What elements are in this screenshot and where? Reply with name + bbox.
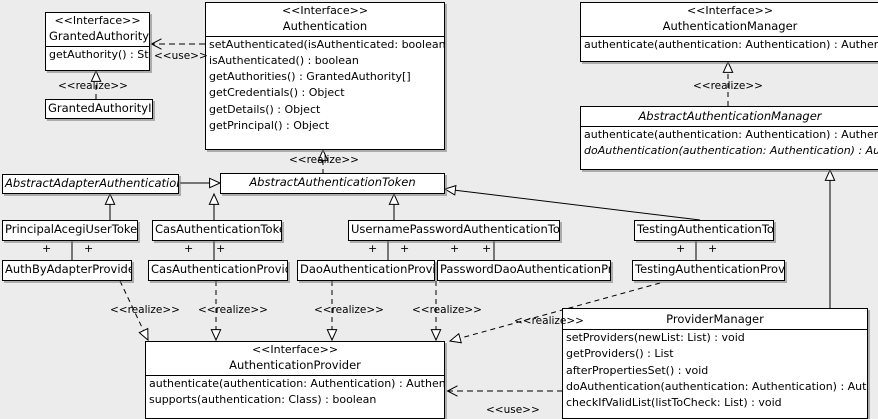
member-item: doAuthentication(authentication: Authent… <box>584 144 878 158</box>
edge-label-use-provider-manager: <<use>> <box>486 404 540 416</box>
class-name-label: TestingAuthenticationToken <box>637 222 774 236</box>
class-box-cas-authentication-token[interactable]: CasAuthenticationToken <box>152 220 282 241</box>
member-item: supports(authentication: Class) : boolea… <box>149 392 377 406</box>
stereotype-label: <<Interface>> <box>54 14 141 27</box>
edge-label-realize-granted-authority-impl: <<realize>> <box>58 80 128 92</box>
class-box-abstract-adapter-authentication-token[interactable]: AbstractAdapterAuthenticationToken <box>2 174 179 194</box>
class-name-label: AuthByAdapterProvider <box>5 262 132 276</box>
class-name-label: GrantedAuthority <box>49 28 150 43</box>
association-marker-plus: + <box>42 242 52 255</box>
class-name-label: PrincipalAcegiUserToken <box>5 222 138 236</box>
association-marker-plus: + <box>368 242 378 255</box>
class-name-label: AuthenticationManager <box>662 18 798 33</box>
association-marker-plus: + <box>400 242 410 255</box>
class-name-label: AbstractAdapterAuthenticationToken <box>5 176 178 190</box>
class-box-principal-acegi-user-token[interactable]: PrincipalAcegiUserToken <box>2 220 138 241</box>
member-item: getAuthorities() : GrantedAuthority[] <box>209 70 411 84</box>
edge-label-realize-testing-provider: <<realize>> <box>514 315 584 327</box>
member-item: isAuthenticated() : boolean <box>209 53 359 67</box>
member-item: doAuthentication(authentication: Authent… <box>566 379 867 393</box>
class-box-provider-manager[interactable]: ProviderManager setProviders(newList: Li… <box>562 308 868 419</box>
member-item: setAuthenticated(isAuthenticated: boolea… <box>209 37 444 51</box>
association-marker-plus: + <box>676 242 686 255</box>
class-name-label: GrantedAuthorityImpl <box>48 101 152 115</box>
class-name-label: AuthenticationProvider <box>229 357 361 372</box>
member-item: afterPropertiesSet() : void <box>566 363 709 377</box>
edge-label-use-authentication-granted-authority: <<use>> <box>154 50 208 62</box>
class-name-label: AbstractAuthenticationToken <box>249 175 416 189</box>
class-box-cas-authentication-provider[interactable]: CasAuthenticationProvider <box>148 260 288 281</box>
members-compartment-authentication-provider: authenticate(authentication: Authenticat… <box>146 376 444 410</box>
class-header-authentication-manager: <<Interface>> AuthenticationManager <box>581 3 878 36</box>
association-marker-plus: + <box>482 242 492 255</box>
compartment-divider <box>563 329 867 331</box>
association-marker-plus: + <box>184 242 194 255</box>
class-name-label: UsernamePasswordAuthenticationToken <box>351 222 560 236</box>
class-name-label: AbstractAuthenticationManager <box>638 109 822 123</box>
member-item: setProviders(newList: List) : void <box>566 331 745 345</box>
member-item: authenticate(authentication: Authenticat… <box>584 128 878 142</box>
class-box-granted-authority[interactable]: <<Interface>> GrantedAuthority getAuthor… <box>45 12 150 71</box>
association-marker-plus: + <box>216 242 226 255</box>
compartment-divider <box>206 35 444 37</box>
association-marker-plus: + <box>450 242 460 255</box>
class-name-label: CasAuthenticationProvider <box>151 262 287 276</box>
class-box-granted-authority-impl[interactable]: GrantedAuthorityImpl <box>45 99 153 119</box>
edge-label-realize-dao-provider: <<realize>> <box>314 304 384 316</box>
class-box-abstract-authentication-token[interactable]: AbstractAuthenticationToken <box>220 173 445 194</box>
class-name-label: Authentication <box>282 18 368 33</box>
member-item: authenticate(authentication: Authenticat… <box>584 37 878 51</box>
members-compartment-provider-manager: setProviders(newList: List) : void getPr… <box>563 330 867 412</box>
edge-label-realize-password-dao-provider: <<realize>> <box>412 304 482 316</box>
member-item: getProviders() : List <box>566 347 674 361</box>
edge-label-realize-authentication-manager: <<realize>> <box>693 80 763 92</box>
class-header-abstract-authentication-manager: AbstractAuthenticationManager <box>581 107 878 126</box>
class-box-testing-authentication-provider[interactable]: TestingAuthenticationProvider <box>632 260 785 281</box>
stereotype-label: <<Interface>> <box>686 4 774 17</box>
member-item: authenticate(authentication: Authenticat… <box>149 376 444 390</box>
members-compartment-granted-authority: getAuthority() : String <box>46 47 149 64</box>
class-box-username-password-authentication-token[interactable]: UsernamePasswordAuthenticationToken <box>348 220 560 241</box>
class-box-authentication-provider[interactable]: <<Interface>> AuthenticationProvider aut… <box>145 341 445 419</box>
class-box-authentication[interactable]: <<Interface>> Authentication setAuthenti… <box>205 2 445 150</box>
class-name-label: CasAuthenticationToken <box>155 222 282 236</box>
member-item: getAuthority() : String <box>49 47 149 61</box>
association-marker-plus: + <box>708 242 718 255</box>
class-header-authentication: <<Interface>> Authentication <box>206 3 444 36</box>
class-box-abstract-authentication-manager[interactable]: AbstractAuthenticationManager authentica… <box>580 106 878 170</box>
member-item: getPrincipal() : Object <box>209 119 330 133</box>
edge-label-realize-cas-provider: <<realize>> <box>198 304 268 316</box>
member-item: checkIfValidList(listToCheck: List) : vo… <box>566 396 782 410</box>
class-name-label: PasswordDaoAuthenticationProvider <box>440 262 610 276</box>
edge-label-realize-auth-by-adapter: <<realize>> <box>110 304 180 316</box>
members-compartment-authentication-manager: authenticate(authentication: Authenticat… <box>581 37 878 54</box>
class-box-testing-authentication-token[interactable]: TestingAuthenticationToken <box>634 220 774 241</box>
class-name-label: ProviderManager <box>666 312 764 326</box>
class-box-dao-authentication-provider[interactable]: DaoAuthenticationProvider <box>297 260 435 281</box>
stereotype-label: <<Interface>> <box>251 343 339 356</box>
class-name-label: DaoAuthenticationProvider <box>300 262 434 276</box>
compartment-divider <box>146 374 444 376</box>
members-compartment-authentication: setAuthenticated(isAuthenticated: boolea… <box>206 37 444 136</box>
class-name-label: TestingAuthenticationProvider <box>635 262 785 276</box>
compartment-divider <box>581 126 878 128</box>
association-marker-plus: + <box>84 242 94 255</box>
class-box-password-dao-authentication-provider[interactable]: PasswordDaoAuthenticationProvider <box>437 260 611 281</box>
stereotype-label: <<Interface>> <box>281 4 369 17</box>
member-item: getCredentials() : Object <box>209 86 345 100</box>
class-header-granted-authority: <<Interface>> GrantedAuthority <box>46 13 149 46</box>
member-item: getDetails() : Object <box>209 102 321 116</box>
compartment-divider <box>46 45 149 47</box>
class-header-provider-manager: ProviderManager <box>563 309 867 329</box>
compartment-divider <box>581 35 878 37</box>
edge-label-realize-abstract-authentication-token: <<realize>> <box>289 154 359 166</box>
class-header-authentication-provider: <<Interface>> AuthenticationProvider <box>146 342 444 375</box>
members-compartment-abstract-authentication-manager: authenticate(authentication: Authenticat… <box>581 127 878 161</box>
class-box-authentication-manager[interactable]: <<Interface>> AuthenticationManager auth… <box>580 2 878 62</box>
class-box-auth-by-adapter-provider[interactable]: AuthByAdapterProvider <box>2 260 132 281</box>
